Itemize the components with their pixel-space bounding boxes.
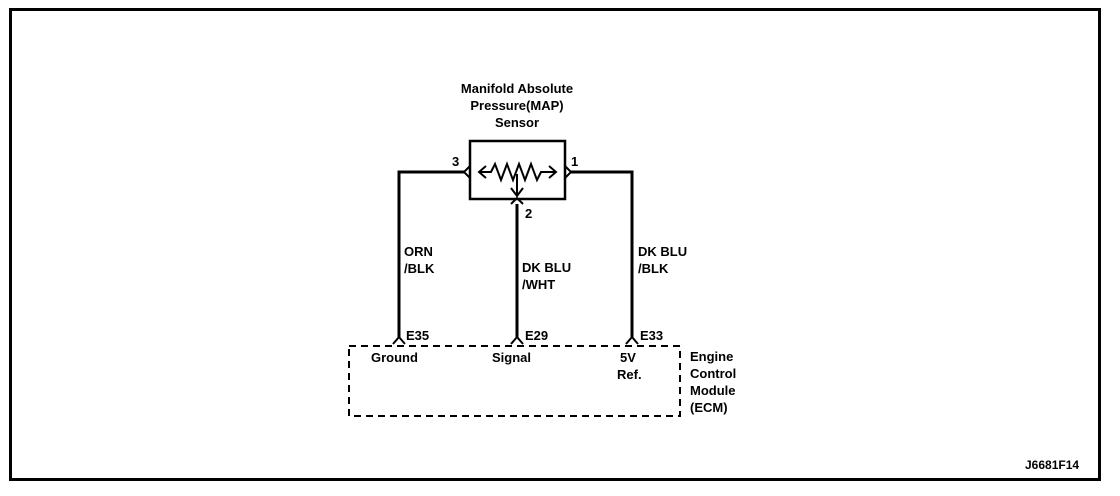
connector-e35-label: E35 <box>406 328 429 343</box>
wire-middle-color-line-1: DK BLU <box>522 260 571 275</box>
ecm-label-line-3: Module <box>690 383 736 398</box>
wire-orn-blk <box>397 170 464 337</box>
wire-dk-blu-blk <box>571 170 634 337</box>
pin-1-label: 1 <box>571 154 578 169</box>
wire-left-color-line-2: /BLK <box>404 261 435 276</box>
ecm-label-line-2: Control <box>690 366 736 381</box>
wire-right-color-line-2: /BLK <box>638 261 669 276</box>
pin-3-label: 3 <box>452 154 459 169</box>
wire-middle-color-line-2: /WHT <box>522 277 555 292</box>
ecm-label-line-4: (ECM) <box>690 400 728 415</box>
ecm-connector-e33-icon <box>625 335 639 345</box>
ecm-connector-e35-icon <box>392 335 406 345</box>
sensor-resistor-symbol <box>480 161 555 183</box>
connector-e29-label: E29 <box>525 328 548 343</box>
ecm-connector-e29-icon <box>510 335 524 345</box>
sensor-title-line-3: Sensor <box>495 115 539 130</box>
sensor-left-arrow-icon <box>477 165 487 179</box>
wire-right-color-line-1: DK BLU <box>638 244 687 259</box>
sensor-right-arrow-icon <box>548 165 558 179</box>
pin-2-label: 2 <box>525 206 532 221</box>
connector-e33-label: E33 <box>640 328 663 343</box>
sensor-title-line-1: Manifold Absolute <box>461 81 573 96</box>
sensor-title-line-2: Pressure(MAP) <box>470 98 563 113</box>
terminal-ground-label: Ground <box>371 350 418 365</box>
wire-left-color-line-1: ORN <box>404 244 433 259</box>
ecm-module-box <box>348 345 681 417</box>
terminal-5v-label: 5V <box>620 350 636 365</box>
figure-id-label: J6681F14 <box>1025 458 1079 472</box>
ecm-label-line-1: Engine <box>690 349 733 364</box>
pin-2-connector-icon <box>510 196 524 205</box>
terminal-signal-label: Signal <box>492 350 531 365</box>
sensor-wiper-arrow-icon <box>510 187 524 198</box>
terminal-ref-label: Ref. <box>617 367 642 382</box>
diagram-frame <box>9 8 1101 481</box>
